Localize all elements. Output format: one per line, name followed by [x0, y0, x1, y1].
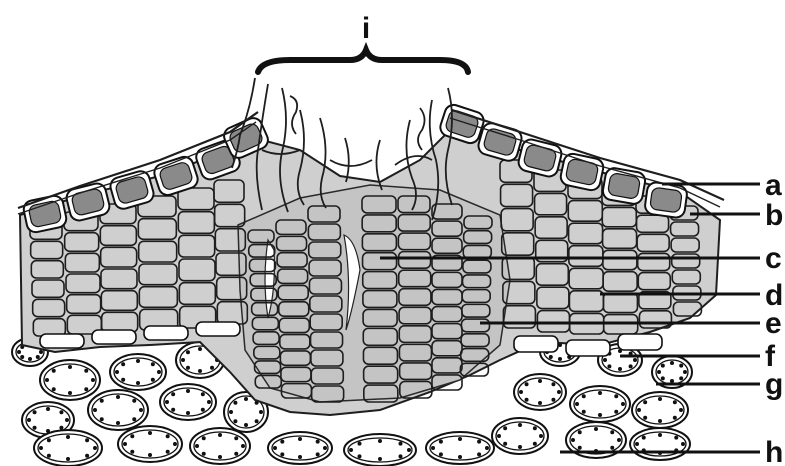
- bracket-i: i: [258, 12, 468, 72]
- label-e: e: [765, 307, 782, 340]
- label-b: b: [765, 199, 783, 232]
- label-a: a: [765, 169, 782, 202]
- label-h: h: [765, 436, 783, 466]
- cortex-cell: [268, 432, 332, 464]
- label-column: a b c d e f g h: [765, 169, 783, 466]
- cortex-cell: [426, 432, 494, 464]
- cortex-cell: [344, 434, 416, 466]
- bracket-label-i: i: [362, 12, 370, 45]
- label-c: c: [765, 242, 782, 275]
- label-g: g: [765, 368, 783, 401]
